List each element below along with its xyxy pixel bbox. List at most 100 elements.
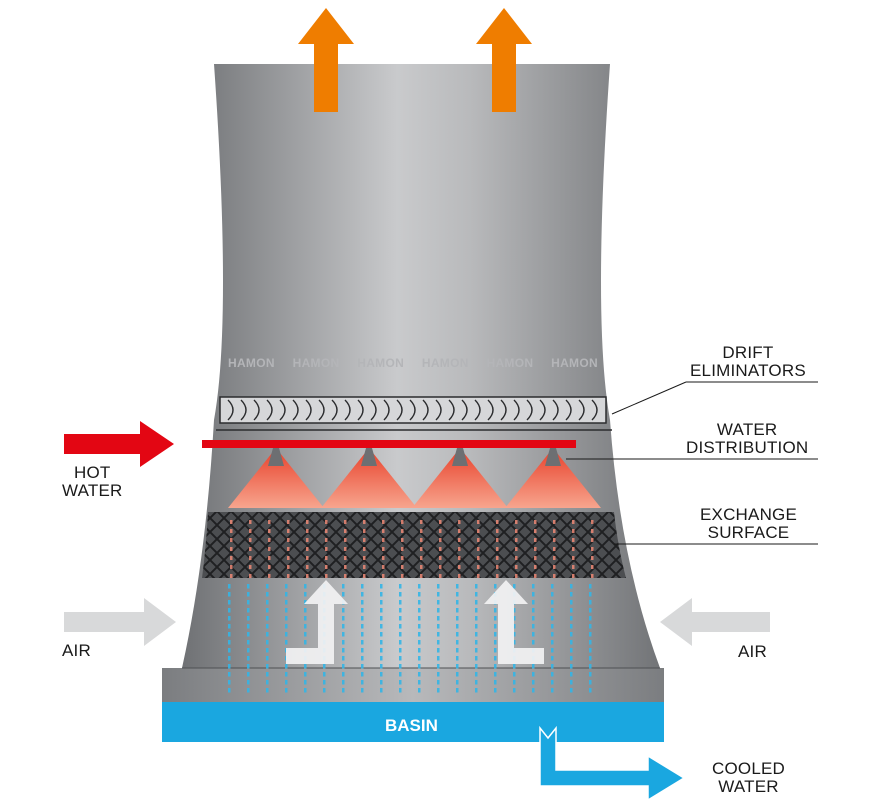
cooling-droplet <box>285 632 288 637</box>
cooling-droplet <box>228 616 231 621</box>
hot-droplet <box>382 520 385 524</box>
cooling-droplet <box>551 584 554 589</box>
cooling-droplet <box>437 632 440 637</box>
hot-droplet <box>534 538 537 542</box>
cooling-droplet <box>570 680 573 685</box>
hot-droplet <box>515 547 518 551</box>
hot-droplet <box>458 538 461 542</box>
inner-air-arrow-left <box>286 580 348 664</box>
spray-cone <box>505 448 601 508</box>
cooling-droplet <box>456 688 459 693</box>
hot-droplet <box>534 556 537 560</box>
cooling-droplet <box>494 688 497 693</box>
cooling-droplet <box>361 592 364 597</box>
hot-droplet <box>268 565 271 569</box>
cooling-droplet <box>513 680 516 685</box>
hot-droplet <box>496 574 499 578</box>
cooling-droplet <box>361 624 364 629</box>
hot-droplet <box>344 574 347 578</box>
hot-droplet <box>477 565 480 569</box>
hot-droplet <box>325 547 328 551</box>
air-arrow-left[interactable] <box>64 598 176 646</box>
cooling-droplet <box>456 648 459 653</box>
cooling-droplet <box>475 648 478 653</box>
cooling-droplet <box>532 680 535 685</box>
cooling-droplet <box>228 688 231 693</box>
cooling-droplet <box>418 672 421 677</box>
cooling-droplet <box>399 608 402 613</box>
cooling-droplet <box>342 616 345 621</box>
hot-droplet <box>572 538 575 542</box>
cooling-droplet <box>247 616 250 621</box>
hot-droplet <box>401 565 404 569</box>
hot-droplet <box>420 574 423 578</box>
hot-droplet <box>420 556 423 560</box>
air-arrow-right[interactable] <box>660 598 770 646</box>
exhaust-arrow-left[interactable] <box>298 8 354 112</box>
hot-droplet <box>287 565 290 569</box>
eliminator-blade <box>292 399 299 421</box>
hot-droplet <box>287 556 290 560</box>
eliminator-blade <box>448 399 455 421</box>
hot-droplet <box>439 565 442 569</box>
hot-droplet <box>420 565 423 569</box>
hot-droplet <box>363 520 366 524</box>
cooling-droplet <box>304 616 307 621</box>
hot-droplet <box>553 574 556 578</box>
cooling-droplet <box>513 584 516 589</box>
spray-cone <box>412 448 508 508</box>
cooled-water-arrow[interactable] <box>539 725 686 802</box>
cooling-droplet <box>513 632 516 637</box>
cooling-droplet <box>475 616 478 621</box>
cooling-droplet <box>513 608 516 613</box>
cooling-droplet <box>342 592 345 597</box>
cooling-droplet <box>437 672 440 677</box>
cooling-droplet <box>380 624 383 629</box>
cooling-droplet <box>570 624 573 629</box>
hot-droplet <box>230 565 233 569</box>
hot-droplet <box>439 529 442 533</box>
cooling-droplet <box>361 656 364 661</box>
cooling-droplet <box>418 688 421 693</box>
hot-droplet <box>325 538 328 542</box>
cooling-droplet <box>532 632 535 637</box>
exhaust-arrow-right[interactable] <box>476 8 532 112</box>
cooling-droplet <box>380 600 383 605</box>
cooling-droplet <box>551 640 554 645</box>
cooling-droplet <box>342 680 345 685</box>
cooling-droplet <box>570 616 573 621</box>
cooling-droplet <box>266 632 269 637</box>
hot-droplet <box>439 574 442 578</box>
cooling-droplet <box>342 632 345 637</box>
hot-droplet <box>515 565 518 569</box>
cooling-droplet <box>247 632 250 637</box>
cooling-droplet <box>551 632 554 637</box>
cooling-droplet <box>285 680 288 685</box>
hot-droplet <box>477 547 480 551</box>
cooling-droplet <box>437 584 440 589</box>
eliminator-blade <box>331 399 338 421</box>
hot-droplet <box>477 538 480 542</box>
cooling-droplet <box>418 616 421 621</box>
cooling-droplet <box>266 592 269 597</box>
hot-droplet <box>477 529 480 533</box>
hot-droplet <box>249 565 252 569</box>
hot-water-arrow[interactable] <box>64 421 174 467</box>
hot-droplet <box>401 529 404 533</box>
cooling-droplet <box>304 688 307 693</box>
hot-droplet <box>249 529 252 533</box>
cooling-droplet <box>323 688 326 693</box>
cooling-droplet <box>380 680 383 685</box>
hot-droplet <box>382 538 385 542</box>
cooling-droplet <box>437 648 440 653</box>
hot-droplet <box>458 556 461 560</box>
cooling-droplet <box>513 624 516 629</box>
cooling-droplet <box>399 584 402 589</box>
cooling-droplet <box>589 624 592 629</box>
cooling-droplet <box>437 640 440 645</box>
hot-droplet <box>572 529 575 533</box>
cooling-droplet <box>475 672 478 677</box>
hot-droplet <box>591 547 594 551</box>
label-basin: BASIN <box>385 716 438 735</box>
nozzle-icon <box>452 448 468 466</box>
